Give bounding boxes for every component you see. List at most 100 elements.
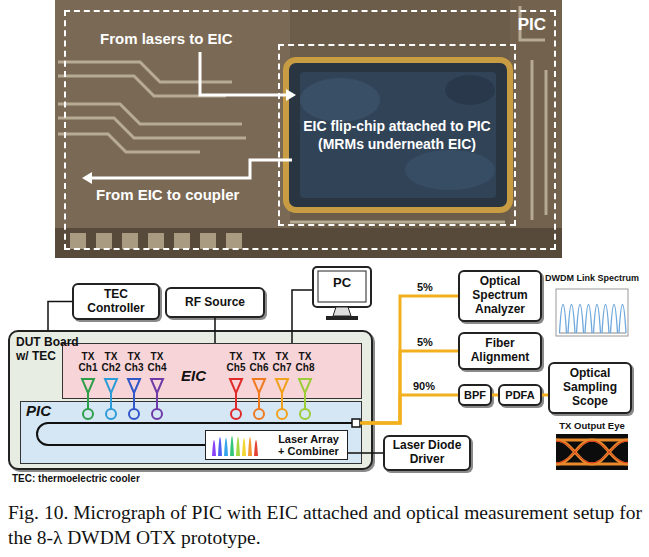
- driver-lead: [281, 393, 283, 409]
- node-text: PC: [312, 276, 372, 290]
- channel-label: TX Ch6: [248, 351, 270, 373]
- annotation: From lasers to EIC: [100, 30, 233, 48]
- node-text: Fiber Alignment: [463, 337, 537, 365]
- instrument-box: Optical Spectrum Analyzer: [458, 270, 542, 322]
- ring-modulator: [231, 409, 241, 419]
- spectrum-image: [556, 289, 628, 336]
- driver-lead: [235, 393, 237, 409]
- spectrum-image: [559, 305, 626, 334]
- board-box: DUT Board w/ TECEICPICLaser Array + Comb…: [8, 330, 373, 470]
- metal-trace: [58, 6, 546, 222]
- laser-line: [236, 437, 240, 456]
- monitor-icon: [326, 316, 358, 320]
- micrograph-arrow: [82, 172, 92, 184]
- control-wire: [292, 290, 312, 343]
- node-text: RF Source: [185, 296, 245, 310]
- channel-label: TX Ch8: [294, 351, 316, 373]
- optical-fiber: [362, 395, 458, 423]
- bond-pad: [148, 233, 164, 249]
- driver-symbol: [128, 379, 140, 393]
- ring-modulator: [152, 409, 162, 419]
- modulator-channel: [82, 379, 311, 419]
- eye-diagram-image: [556, 440, 628, 464]
- spectrum-peak: [585, 305, 592, 334]
- driver-lead: [304, 393, 306, 409]
- node-text: PIC: [518, 16, 546, 35]
- laser-line: [230, 436, 234, 456]
- driver-symbol: [105, 379, 117, 393]
- monitor-icon: [318, 271, 366, 302]
- drive-wire: [348, 452, 384, 454]
- filter-box: BPF: [458, 384, 492, 406]
- micrograph-photo: [55, 228, 562, 258]
- laser-line: [224, 438, 228, 456]
- monitor-icon: [333, 307, 351, 316]
- optical-fiber: [492, 394, 498, 397]
- spectrum-peak: [594, 305, 601, 334]
- laser-spectrum-icon: [212, 436, 258, 456]
- channel-label: TX Ch2: [100, 351, 122, 373]
- driver-lead: [110, 393, 112, 409]
- bond-pad: [122, 233, 138, 249]
- spectrum-image: [556, 289, 628, 336]
- driver-symbol: [230, 379, 242, 393]
- image-title: TX Output Eye: [548, 420, 636, 431]
- bond-pad: [70, 233, 86, 249]
- node-text: BPF: [464, 389, 486, 402]
- metal-trace: [545, 70, 548, 215]
- laser-line: [242, 438, 246, 456]
- footnote: TEC: thermoelectric cooler: [12, 473, 140, 485]
- optical-fiber: [362, 351, 458, 423]
- ring-modulator: [300, 409, 310, 419]
- amplifier-box: PDFA: [498, 384, 542, 406]
- eye-diagram-image: [556, 441, 628, 463]
- eye-diagram-image: [556, 440, 628, 464]
- instrument-box: TEC Controller: [72, 283, 160, 320]
- laser-line: [248, 437, 252, 456]
- channel-label: TX Ch5: [225, 351, 247, 373]
- instrument-box: RF Source: [165, 287, 265, 318]
- metal-trace: [58, 134, 200, 152]
- control-wire: [48, 302, 72, 331]
- eye-diagram-image: [556, 440, 628, 464]
- metal-trace: [290, 221, 505, 224]
- eic-die: [300, 78, 380, 122]
- channel-label: TX Ch3: [123, 351, 145, 373]
- spectrum-peak: [577, 305, 584, 334]
- spectrum-peak: [619, 305, 626, 334]
- optical-fiber: [362, 296, 458, 423]
- eye-diagram-image: [556, 441, 628, 463]
- metal-trace: [531, 60, 534, 220]
- node-text: PIC: [26, 403, 51, 418]
- monitor-icon: [313, 267, 371, 307]
- micrograph-arrow: [286, 89, 296, 101]
- region-outline: EIC flip-chip attached to PIC (MRMs unde…: [278, 44, 516, 226]
- micrograph-arrow: [92, 160, 292, 178]
- driver-lead: [87, 393, 89, 409]
- eye-diagram-image: [556, 434, 628, 470]
- instrument-box: Laser Diode Driver: [383, 435, 471, 471]
- channel-label: TX Ch1: [77, 351, 99, 373]
- metal-trace: [58, 62, 232, 82]
- spectrum-peak: [560, 305, 567, 334]
- driver-symbol: [276, 379, 288, 393]
- driver-lead: [156, 393, 158, 409]
- micrograph-arrow: [82, 52, 296, 184]
- micrograph-arrow: [200, 52, 286, 95]
- eic-die: [445, 75, 495, 105]
- bond-pad: [96, 233, 112, 249]
- node-text: Optical Sampling Scope: [553, 367, 627, 408]
- laser-line: [254, 440, 258, 456]
- ring-modulator: [277, 409, 287, 419]
- node-text: DUT Board w/ TEC: [16, 336, 88, 364]
- channel-label: TX Ch7: [271, 351, 293, 373]
- node-text: EIC flip-chip attached to PIC (MRMs unde…: [287, 117, 507, 153]
- split-ratio: 5%: [416, 336, 434, 349]
- rf-wire: [214, 318, 216, 343]
- chip-box: PICLaser Array + Combiner: [20, 401, 362, 464]
- driver-symbol: [299, 379, 311, 393]
- ring-modulator: [254, 409, 264, 419]
- micrograph-photo: [55, 0, 290, 258]
- ring-modulator: [106, 409, 116, 419]
